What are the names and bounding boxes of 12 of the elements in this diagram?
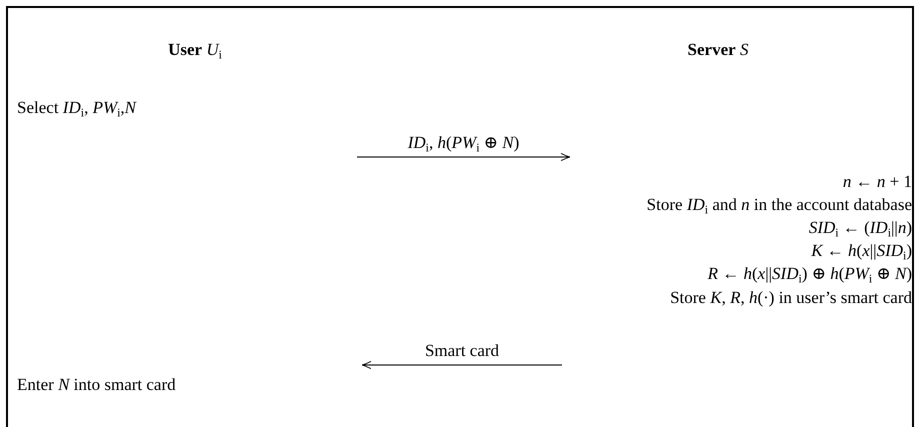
message-label: Smart card [424, 341, 500, 361]
message-label: ID$_{i}$, h(PW$_{i}$ ⊕ N) [408, 133, 520, 153]
column-heading: User U$_{i}$ [168, 40, 222, 60]
protocol-step: Store K, R, h(·) in user’s smart card [670, 288, 912, 308]
protocol-step: SID$_{i}$ ← (ID$_{i}$||n) [808, 218, 912, 238]
protocol-step: n ← n + 1 [842, 172, 912, 192]
column-heading: Server S [688, 40, 748, 60]
protocol-step: Select ID$_{i}$, PW$_{i}$,N [17, 98, 136, 118]
protocol-step: Enter N into smart card [17, 375, 176, 395]
protocol-step: K ← h(x||SID$_{i}$) [811, 241, 912, 261]
protocol-step: R ← h(x||SID$_{i}$) ⊕ h(PW$_{i}$ ⊕ N) [708, 264, 912, 284]
protocol-step: Store ID$_{i}$ and n in the account database [646, 195, 912, 215]
